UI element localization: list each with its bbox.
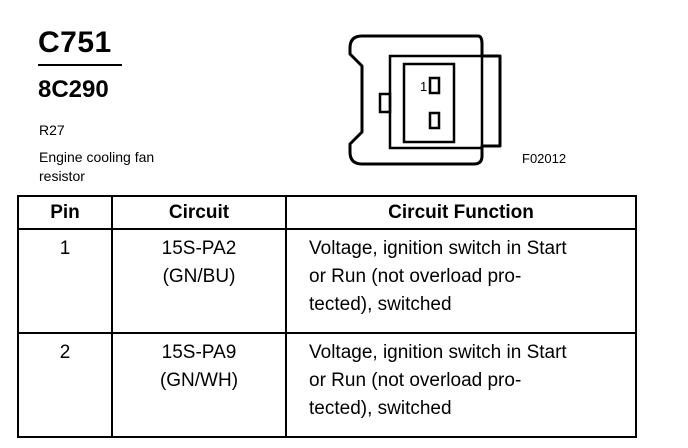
- table-row: 1 15S-PA2 (GN/BU) Voltage, ignition swit…: [17, 228, 637, 334]
- terminal-pin-2: [428, 111, 441, 130]
- function-cell: Voltage, ignition switch in Start or Run…: [285, 228, 637, 334]
- function-line-3: tected), switched: [309, 294, 452, 315]
- circuit-code: 15S-PA9: [161, 342, 237, 363]
- wire-color: (GN/WH): [159, 370, 239, 391]
- description-line-2: resistor: [39, 168, 85, 184]
- terminal-pin-1: [428, 76, 441, 95]
- header-circuit: Circuit: [111, 195, 287, 230]
- pin-table: Pin Circuit Circuit Function 1 15S-PA2 (…: [17, 195, 637, 438]
- table-header-row: Pin Circuit Circuit Function: [17, 195, 637, 230]
- pin-cell: 2: [17, 332, 113, 438]
- connector-latch: [378, 92, 392, 114]
- description-line-1: Engine cooling fan: [39, 149, 155, 165]
- table-row: 2 15S-PA9 (GN/WH) Voltage, ignition swit…: [17, 332, 637, 438]
- component-description: Engine cooling fan resistor: [39, 148, 209, 186]
- circuit-code: 15S-PA2: [161, 238, 237, 259]
- connector-face-diagram: 1: [348, 34, 502, 166]
- connector-housing-outline: [348, 34, 502, 166]
- figure-code: F02012: [522, 151, 567, 166]
- connector-cavity: [402, 62, 456, 144]
- header-circuit-function: Circuit Function: [285, 195, 637, 230]
- wire-color: (GN/BU): [162, 266, 236, 287]
- circuit-cell: 15S-PA9 (GN/WH): [111, 332, 287, 438]
- part-number: 8C290: [38, 76, 109, 103]
- function-line-1: Voltage, ignition switch in Start: [309, 342, 567, 363]
- circuit-cell: 15S-PA2 (GN/BU): [111, 228, 287, 334]
- function-cell: Voltage, ignition switch in Start or Run…: [285, 332, 637, 438]
- function-line-3: tected), switched: [309, 398, 452, 419]
- function-line-2: or Run (not overload pro-: [309, 370, 522, 391]
- pin-cell: 1: [17, 228, 113, 334]
- diagram-pin-label: 1: [420, 79, 427, 94]
- connector-title: C751: [38, 26, 112, 59]
- title-underline: [38, 64, 122, 66]
- header-pin: Pin: [17, 195, 113, 230]
- function-line-2: or Run (not overload pro-: [309, 266, 522, 287]
- function-line-1: Voltage, ignition switch in Start: [309, 238, 567, 259]
- reference-code: R27: [39, 122, 65, 138]
